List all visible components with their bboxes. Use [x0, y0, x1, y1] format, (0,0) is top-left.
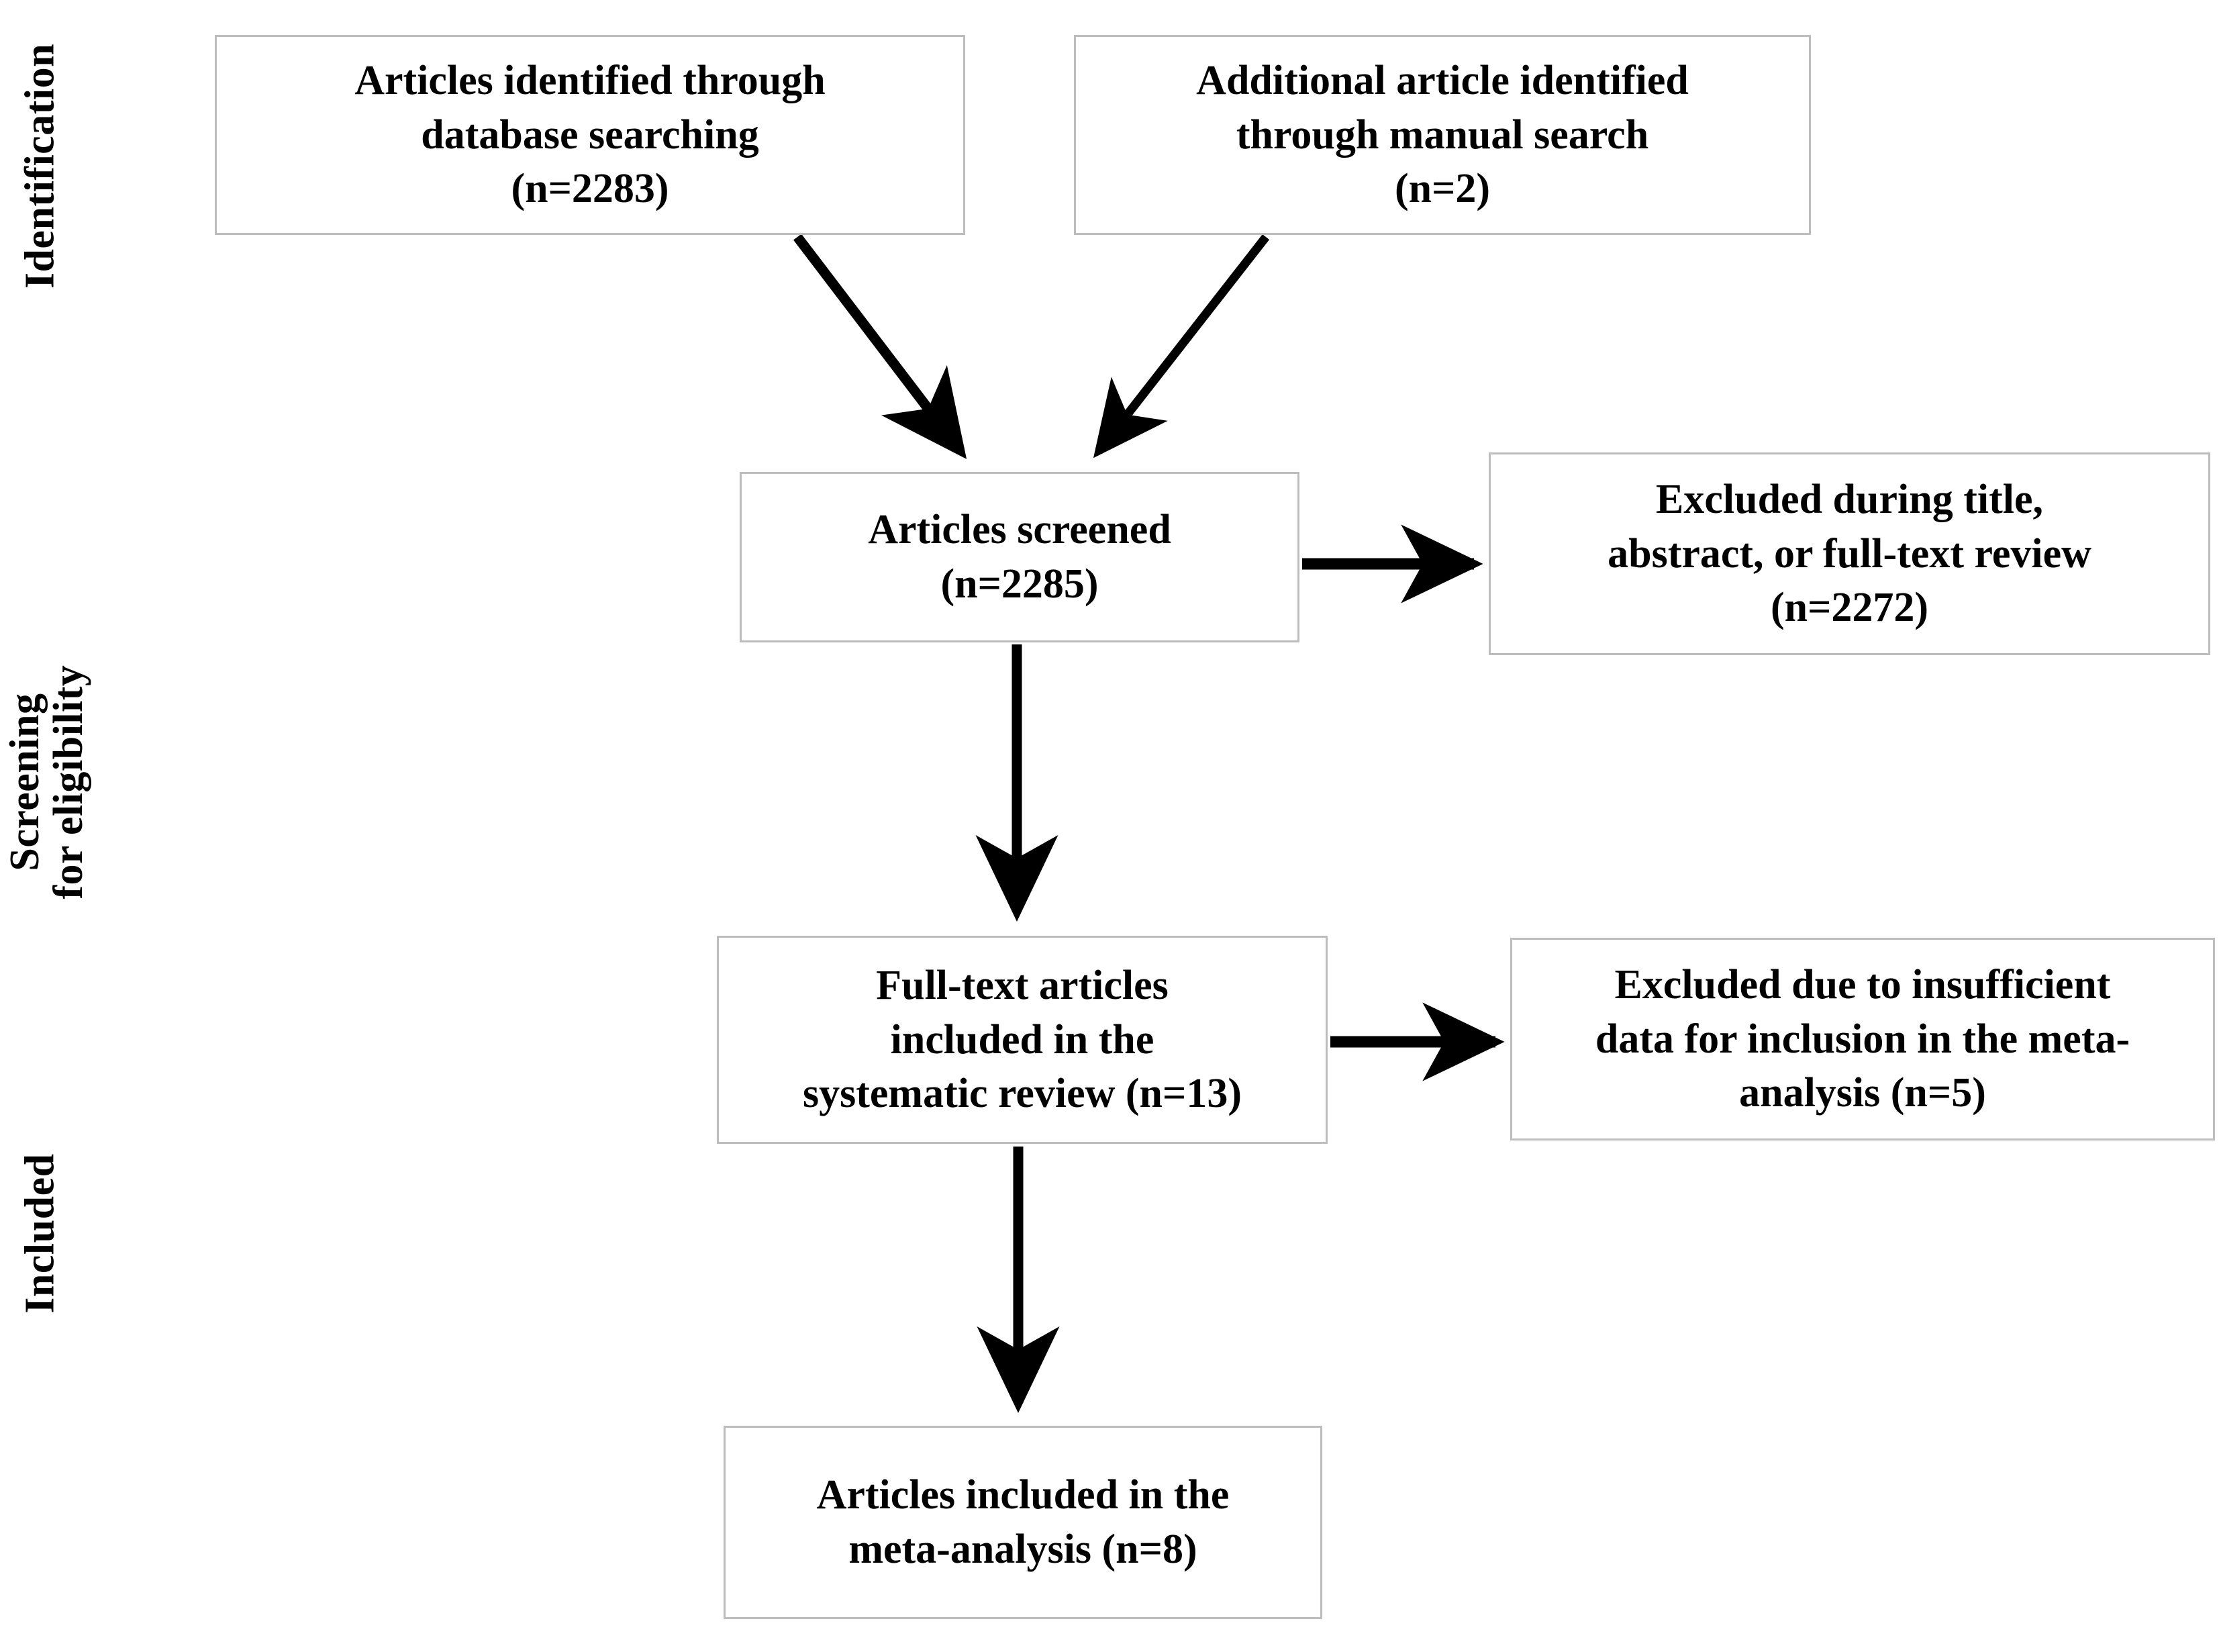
box-fulltext-articles-systematic-review: Full-text articles included in the syste…	[717, 936, 1328, 1144]
stage-label-screening-line-2: for eligibility	[46, 665, 91, 900]
arrow-manual-search-to-screened	[1093, 234, 1270, 458]
box-excluded-insufficient-data: Excluded due to insufficient data for in…	[1510, 938, 2215, 1140]
stage-label-screening-for-eligibility: Screening for eligibility	[1, 624, 91, 940]
box-excluded-1-text: Excluded during title, abstract, or full…	[1608, 477, 2091, 631]
stage-label-included: Included	[17, 1133, 63, 1334]
box-excluded-2-text: Excluded due to insufficient data for in…	[1595, 962, 2130, 1116]
box-db-search-text: Articles identified through database sea…	[354, 58, 826, 212]
box-screened-text: Articles screened (n=2285)	[868, 507, 1171, 607]
box-fulltext-text: Full-text articles included in the syste…	[803, 963, 1242, 1117]
stage-label-identification: Identification	[17, 12, 63, 321]
box-manual-search-text: Additional article identified through ma…	[1196, 58, 1689, 212]
stage-label-identification-line-1: Identification	[17, 43, 63, 289]
box-included-text: Articles included in the meta-analysis (…	[816, 1472, 1230, 1572]
stage-label-included-line-1: Included	[17, 1153, 63, 1314]
stage-label-screening-line-1: Screening	[1, 693, 48, 871]
arrow-db-search-to-screened	[793, 234, 967, 459]
box-articles-included-meta-analysis: Articles included in the meta-analysis (…	[724, 1426, 1322, 1619]
box-articles-identified-database-searching: Articles identified through database sea…	[215, 35, 965, 235]
box-excluded-during-title-abstract-fulltext: Excluded during title, abstract, or full…	[1489, 452, 2210, 655]
box-articles-screened: Articles screened (n=2285)	[740, 472, 1299, 642]
box-additional-article-manual-search: Additional article identified through ma…	[1074, 35, 1811, 235]
